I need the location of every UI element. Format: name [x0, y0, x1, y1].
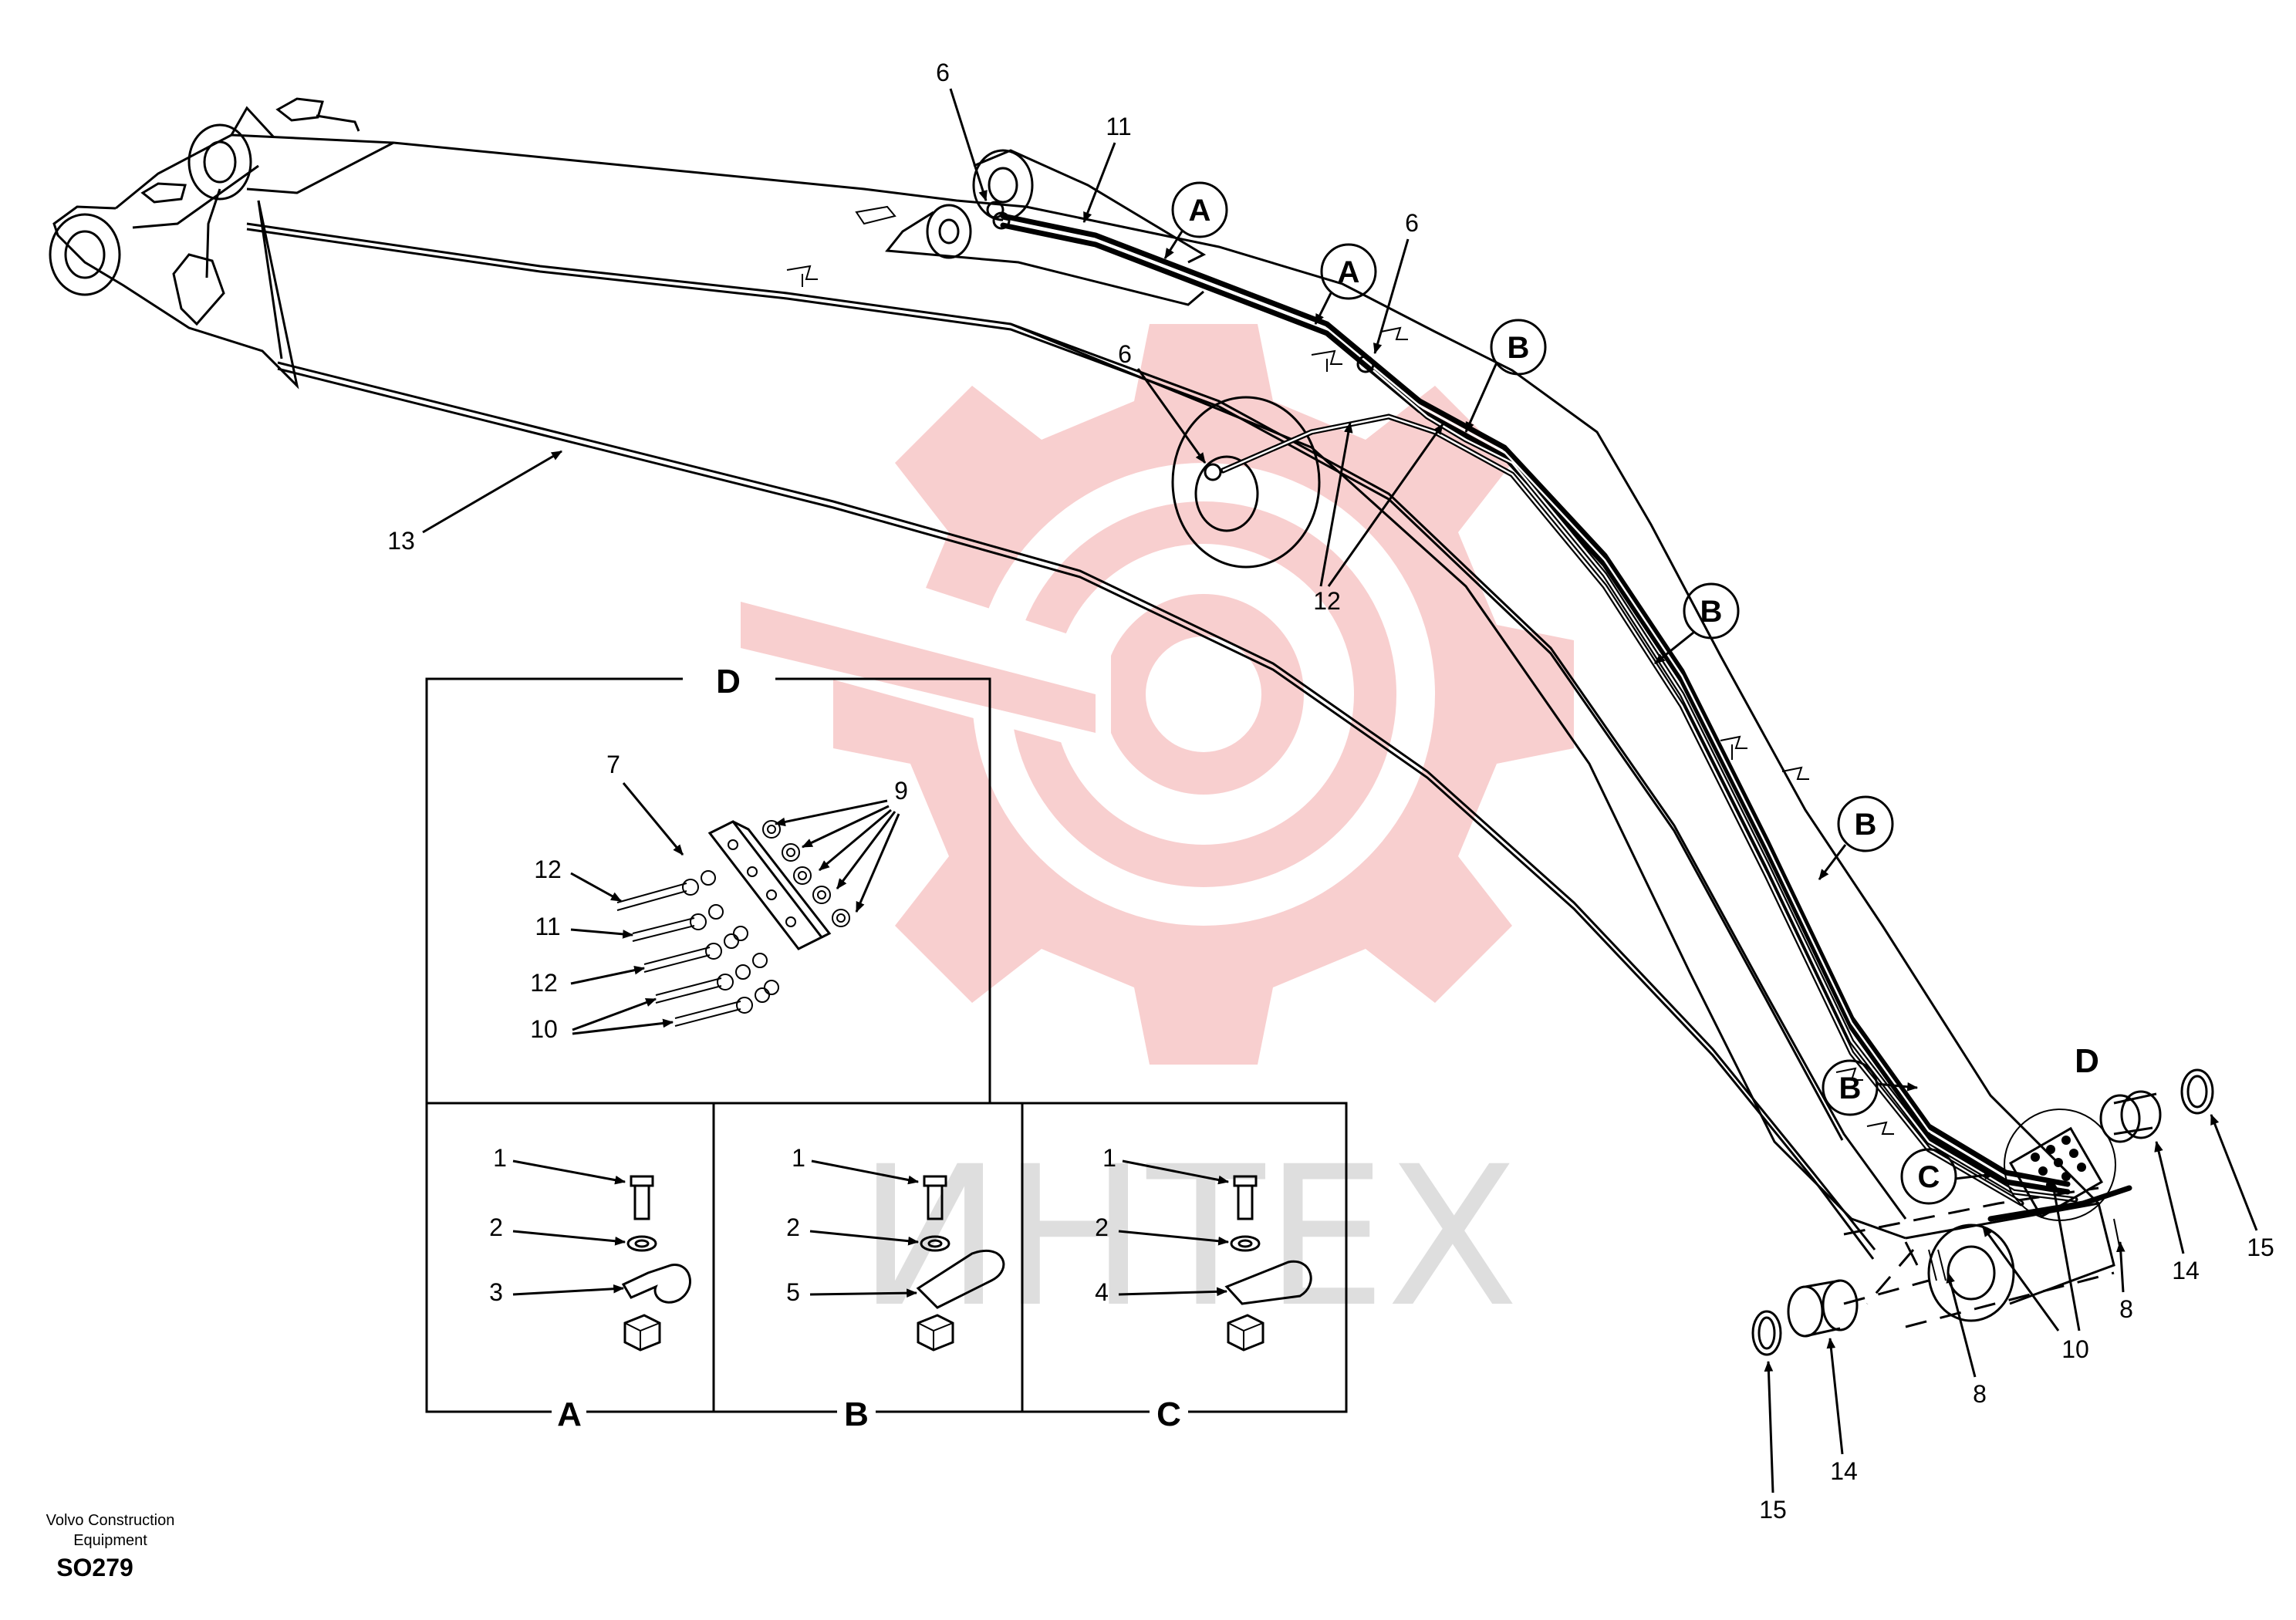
svg-text:B: B: [1855, 808, 1877, 842]
svg-text:2: 2: [1095, 1213, 1109, 1241]
svg-text:B: B: [844, 1396, 869, 1433]
svg-text:3: 3: [489, 1278, 503, 1306]
svg-text:12: 12: [530, 969, 558, 997]
svg-text:11: 11: [1106, 113, 1131, 140]
svg-text:11: 11: [535, 913, 560, 940]
svg-text:14: 14: [2172, 1257, 2200, 1284]
detail-c-panel: C 1 2 4: [1021, 1102, 1348, 1433]
svg-text:10: 10: [2061, 1335, 2089, 1363]
bubble-callouts: A A B B B B C: [1163, 181, 2099, 1205]
bubble-b-3: B: [1818, 795, 1894, 880]
drawing-code: SO279: [56, 1554, 133, 1581]
bubble-a-1: A: [1163, 181, 1228, 259]
bubble-d-1: D: [2075, 1042, 2099, 1080]
bubble-c-1: C: [1900, 1148, 1996, 1205]
svg-text:8: 8: [1973, 1380, 1987, 1408]
bubble-a-2: A: [1314, 243, 1377, 326]
svg-text:A: A: [557, 1396, 582, 1433]
bubble-b-1: B: [1464, 319, 1547, 434]
svg-text:15: 15: [2247, 1234, 2274, 1261]
svg-text:14: 14: [1830, 1457, 1858, 1485]
svg-text:A: A: [1338, 255, 1360, 289]
bubble-b-2: B: [1654, 582, 1740, 665]
svg-text:1: 1: [493, 1144, 507, 1172]
boom-drawing: [49, 97, 2115, 1328]
svg-text:6: 6: [1118, 340, 1132, 368]
svg-text:1: 1: [1102, 1144, 1116, 1172]
svg-text:1: 1: [792, 1144, 805, 1172]
svg-text:10: 10: [530, 1015, 558, 1043]
svg-text:B: B: [1700, 595, 1723, 629]
bubble-b-4: B: [1822, 1059, 1919, 1116]
svg-text:D: D: [716, 663, 741, 700]
svg-text:C: C: [1918, 1160, 1940, 1194]
svg-text:B: B: [1508, 331, 1530, 365]
svg-text:6: 6: [1405, 209, 1419, 237]
svg-text:6: 6: [936, 59, 950, 86]
svg-text:5: 5: [786, 1278, 800, 1306]
svg-text:15: 15: [1759, 1496, 1787, 1524]
svg-text:4: 4: [1095, 1278, 1109, 1306]
svg-text:12: 12: [1313, 587, 1341, 615]
svg-text:2: 2: [489, 1213, 503, 1241]
svg-text:12: 12: [534, 856, 562, 883]
detail-b-panel: B 1 2 5: [712, 1102, 1024, 1433]
detail-a-panel: A 1 2 3: [425, 1102, 715, 1433]
svg-text:13: 13: [387, 527, 415, 555]
main-callouts: 6 11 6 6 12 13 8 8 10 14 15 14 15: [387, 59, 2274, 1524]
svg-text:7: 7: [606, 751, 620, 778]
svg-text:8: 8: [2119, 1295, 2133, 1323]
svg-text:2: 2: [786, 1213, 800, 1241]
brand-label: Volvo Construction Equipment: [46, 1512, 175, 1549]
svg-text:9: 9: [894, 777, 908, 805]
watermark-gear-logo: [741, 324, 1574, 1065]
svg-text:C: C: [1156, 1396, 1181, 1433]
svg-text:B: B: [1839, 1072, 1862, 1105]
svg-text:A: A: [1189, 194, 1211, 228]
